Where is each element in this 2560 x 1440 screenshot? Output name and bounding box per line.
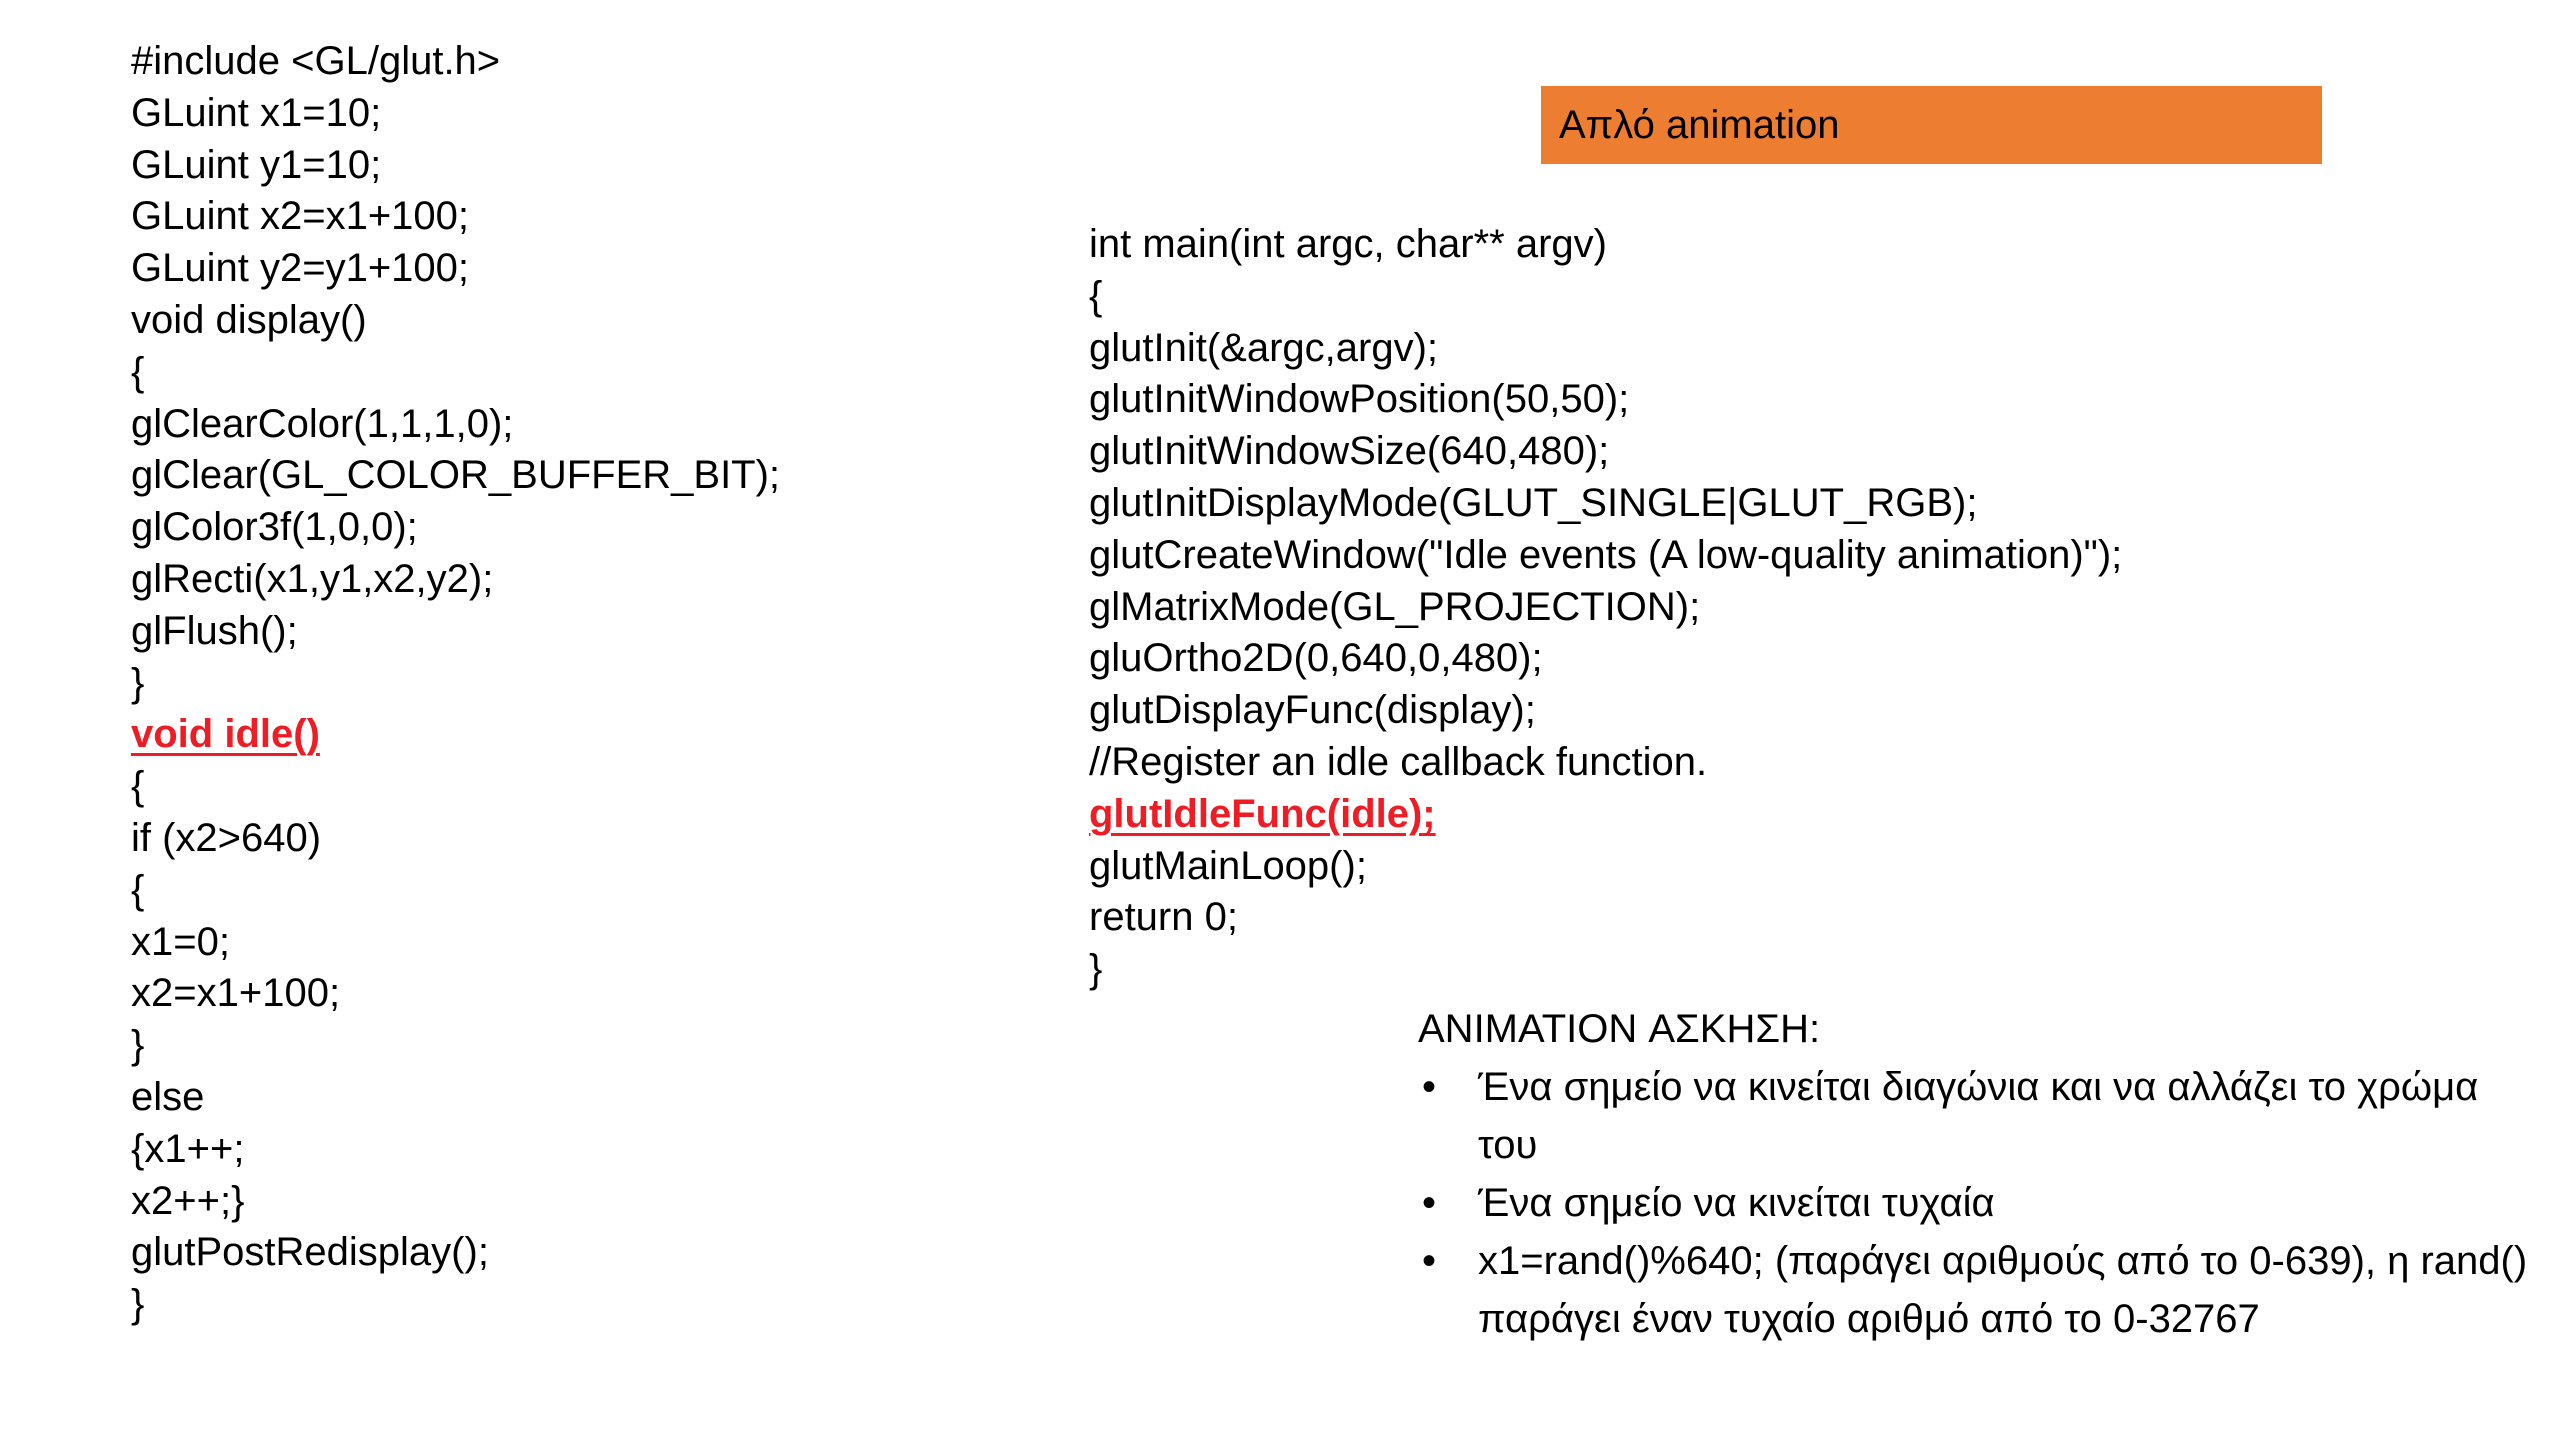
exercise-heading: ANIMATION ΑΣΚΗΣΗ: [1418, 1007, 1821, 1051]
code-line: glutInitWindowPosition(50,50); [1089, 377, 1630, 422]
code-line: glutDisplayFunc(display); [1089, 688, 1536, 733]
bullet: • [1422, 1065, 1437, 1109]
code-line: void display() [131, 297, 367, 342]
code-line: glutCreateWindow("Idle events (A low-qua… [1089, 532, 2123, 577]
code-block-main: int main(int argc, char** argv) { glutIn… [1089, 219, 2122, 996]
exercise-section: ANIMATION ΑΣΚΗΣΗ: • Ένα σημείο να κινείτ… [1418, 1000, 2538, 1348]
list-item-text: Ένα σημείο να κινείται τυχαία [1478, 1181, 1995, 1225]
code-line: return 0; [1089, 895, 1238, 940]
code-line: #include <GL/glut.h> [131, 39, 501, 83]
code-line: } [1089, 947, 1103, 992]
code-line: glClearColor(1,1,1,0); [131, 401, 514, 446]
list-item: • Ένα σημείο να κινείται τυχαία [1418, 1174, 2538, 1232]
slide-title-box: Απλό animation [1541, 86, 2322, 164]
code-line: } [131, 1282, 145, 1327]
code-line: { [131, 867, 145, 912]
code-line: { [131, 764, 145, 809]
bullet: • [1422, 1181, 1437, 1225]
list-item: • Ένα σημείο να κινείται διαγώνια και να… [1418, 1058, 2538, 1174]
code-line: glutInitWindowSize(640,480); [1089, 429, 1610, 474]
code-line: { [131, 349, 145, 394]
code-line: glRecti(x1,y1,x2,y2); [131, 556, 494, 601]
code-line-idle-function: void idle() [131, 712, 320, 757]
exercise-list: • Ένα σημείο να κινείται διαγώνια και να… [1418, 1058, 2538, 1348]
code-line: GLuint y1=10; [131, 142, 382, 187]
code-line: glutPostRedisplay(); [131, 1230, 489, 1275]
bullet: • [1422, 1239, 1437, 1283]
code-line: GLuint x1=10; [131, 90, 382, 135]
code-line: glutInitDisplayMode(GLUT_SINGLE|GLUT_RGB… [1089, 480, 1978, 525]
code-line: glColor3f(1,0,0); [131, 505, 418, 550]
list-item-text: x1=rand()%640; (παράγει αριθμούς από το … [1478, 1239, 2528, 1341]
code-line: int main(int argc, char** argv) [1089, 222, 1607, 266]
code-line-idle-callback: glutIdleFunc(idle); [1089, 791, 1436, 836]
code-line: GLuint x2=x1+100; [131, 194, 470, 239]
code-line: } [131, 660, 145, 705]
code-line: x2=x1+100; [131, 971, 341, 1016]
code-line: x1=0; [131, 919, 230, 964]
code-line: gluOrtho2D(0,640,0,480); [1089, 636, 1543, 681]
code-line: glMatrixMode(GL_PROJECTION); [1089, 584, 1701, 629]
code-line: {x1++; [131, 1126, 245, 1171]
code-line: glutMainLoop(); [1089, 843, 1367, 888]
code-line: glutInit(&argc,argv); [1089, 325, 1439, 370]
code-line: GLuint y2=y1+100; [131, 246, 470, 291]
code-line: else [131, 1074, 205, 1119]
code-line: x2++;} [131, 1178, 245, 1223]
code-line: { [1089, 273, 1103, 318]
code-line: glClear(GL_COLOR_BUFFER_BIT); [131, 453, 781, 498]
list-item: • x1=rand()%640; (παράγει αριθμούς από τ… [1418, 1232, 2538, 1348]
code-line: } [131, 1023, 145, 1068]
code-block-display-idle: #include <GL/glut.h> GLuint x1=10; GLuin… [131, 36, 780, 1331]
code-line: if (x2>640) [131, 815, 322, 860]
code-line: //Register an idle callback function. [1089, 739, 1708, 784]
code-line: glFlush(); [131, 608, 298, 653]
list-item-text: Ένα σημείο να κινείται διαγώνια και να α… [1478, 1065, 2479, 1167]
slide-title: Απλό animation [1559, 102, 1840, 147]
